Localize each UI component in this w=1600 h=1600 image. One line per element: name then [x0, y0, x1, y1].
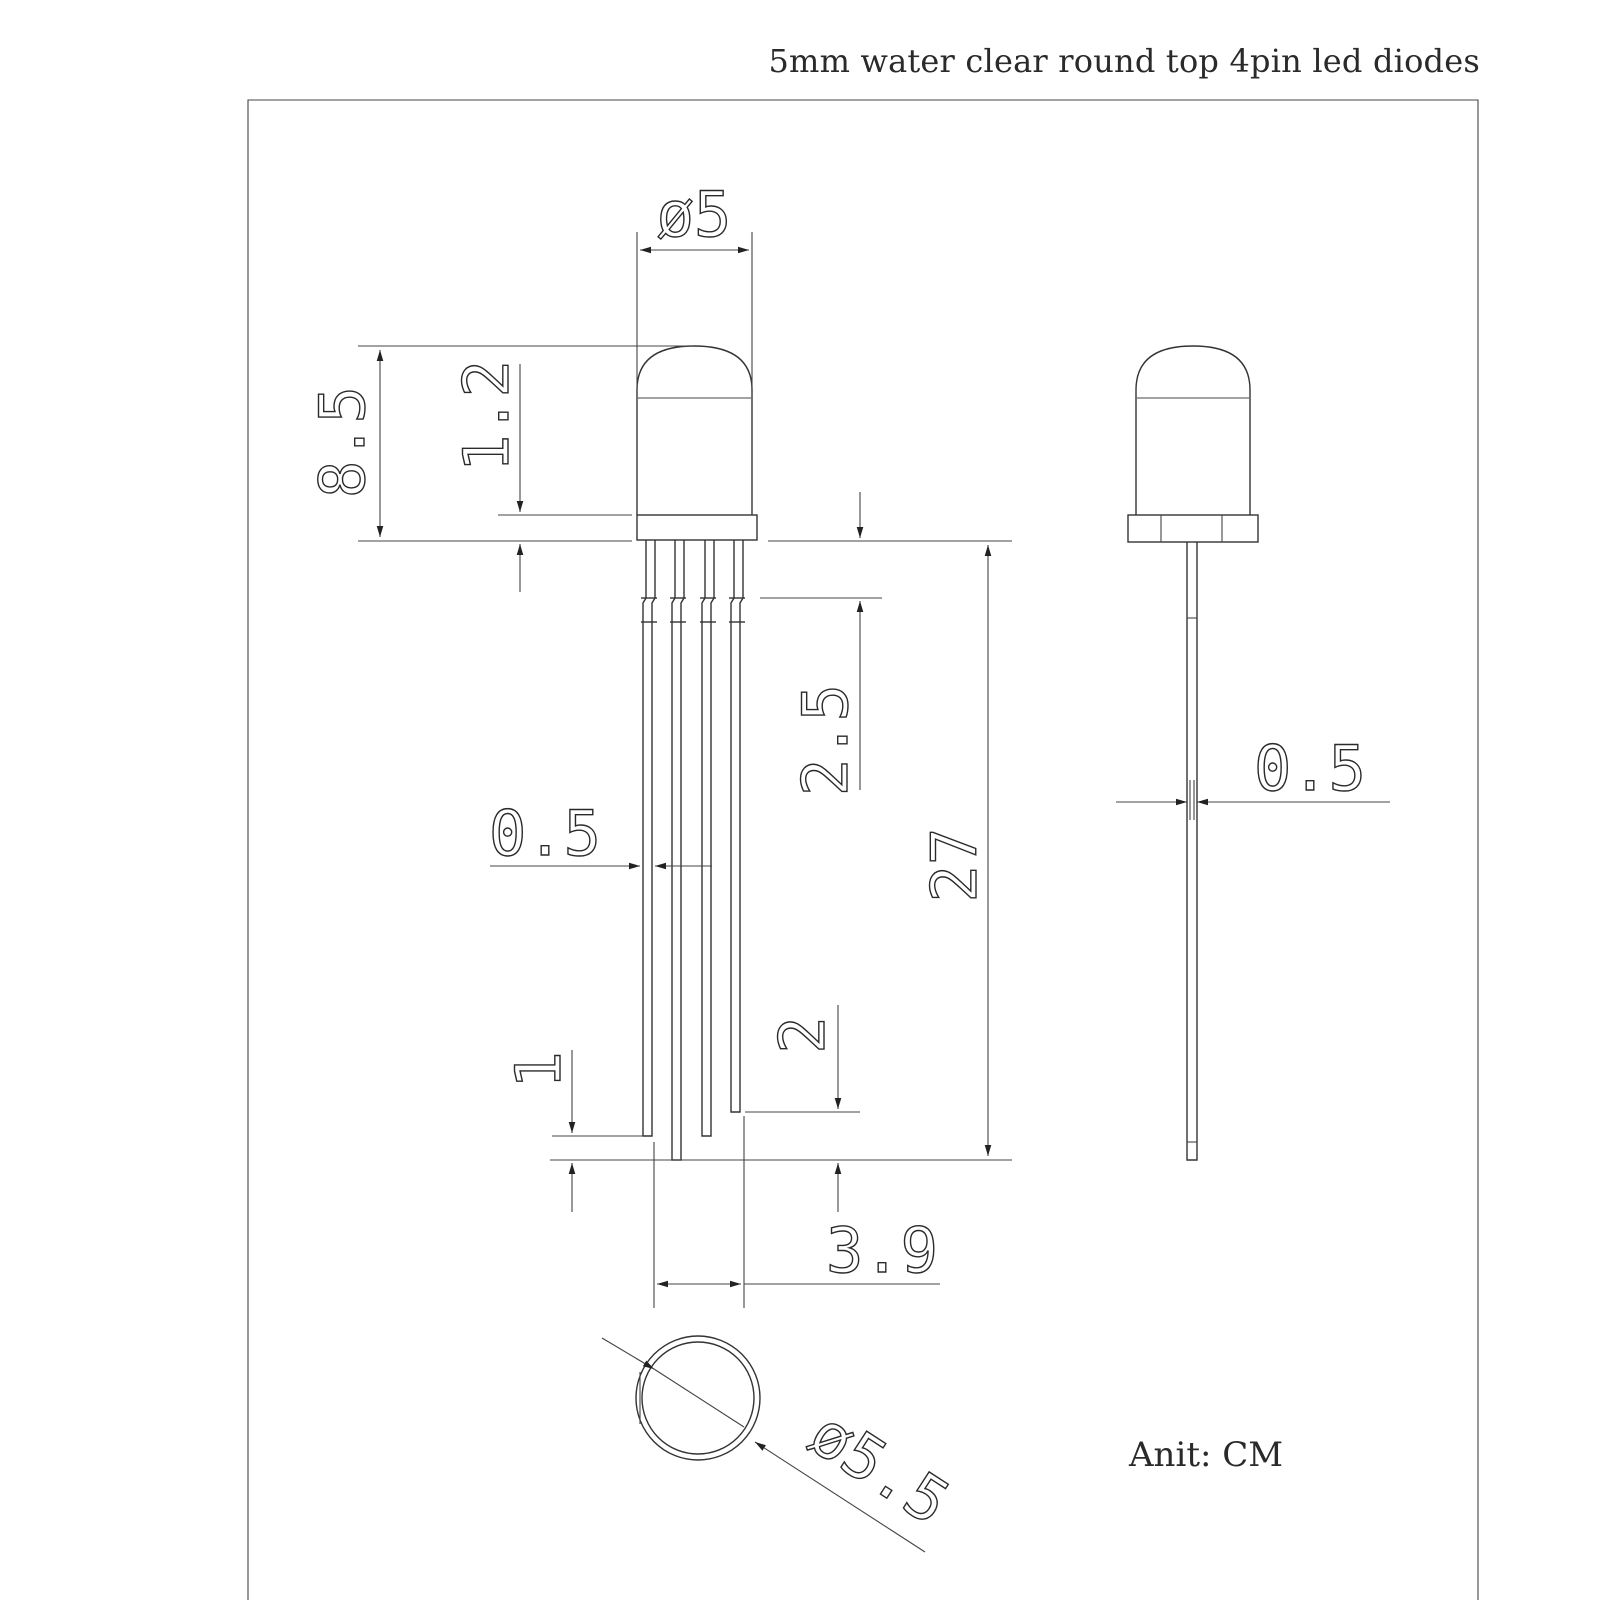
- unit-note: Anit: CM: [1128, 1435, 1283, 1475]
- dim-total-height-label: 8.5: [306, 386, 379, 498]
- side-lead: [1186, 542, 1198, 1161]
- dim-standoff: 2.5: [760, 492, 1012, 797]
- dim-lead-length-label: 27: [918, 828, 991, 903]
- front-flange: [636, 514, 758, 541]
- dim-flange-diameter-label: ø5.5: [797, 1397, 962, 1540]
- dim-total-height: 8.5: [305, 345, 694, 542]
- dim-lead-width-side-label: 0.5: [1254, 732, 1366, 805]
- dim-flange-height: 1.2: [449, 359, 632, 592]
- side-view: 0.5: [1116, 345, 1390, 1161]
- dim-lead-offset-short-label: 1: [502, 1051, 575, 1088]
- dim-lead-span-label: 3.9: [826, 1214, 938, 1287]
- dim-lead-offset-short: 1: [501, 1050, 643, 1212]
- dim-lens-diameter: ø5: [636, 177, 753, 515]
- drawing-frame: [247, 99, 1479, 1600]
- dim-lead-length: 27: [550, 545, 1012, 1161]
- front-leads: [641, 540, 745, 1161]
- dim-lead-width-front-label: 0.5: [489, 797, 601, 870]
- bottom-flange-circle: [635, 1335, 761, 1461]
- dim-standoff-label: 2.5: [789, 684, 862, 796]
- front-lens-outline: [636, 345, 753, 515]
- front-view: ø5 8.5 1.2 2.5 27: [305, 177, 1012, 1308]
- bottom-lens-circle: [641, 1341, 755, 1455]
- side-lens-outline: [1135, 345, 1251, 515]
- dim-flange-diameter: ø5.5: [601, 1337, 963, 1553]
- dim-lens-diameter-label: ø5: [657, 178, 732, 251]
- bottom-view: ø5.5: [601, 1335, 963, 1553]
- dim-lead-offset-long-label: 2: [766, 1016, 839, 1053]
- side-flange: [1127, 514, 1259, 543]
- dim-lead-width-side: 0.5: [1116, 731, 1390, 820]
- page-title: 5mm water clear round top 4pin led diode…: [768, 42, 1480, 80]
- dim-lead-offset-long: 2: [745, 1005, 860, 1212]
- dim-flange-height-label: 1.2: [450, 360, 523, 472]
- dim-lead-span: 3.9: [653, 1116, 940, 1308]
- dim-lead-width-front: 0.5: [488, 796, 712, 871]
